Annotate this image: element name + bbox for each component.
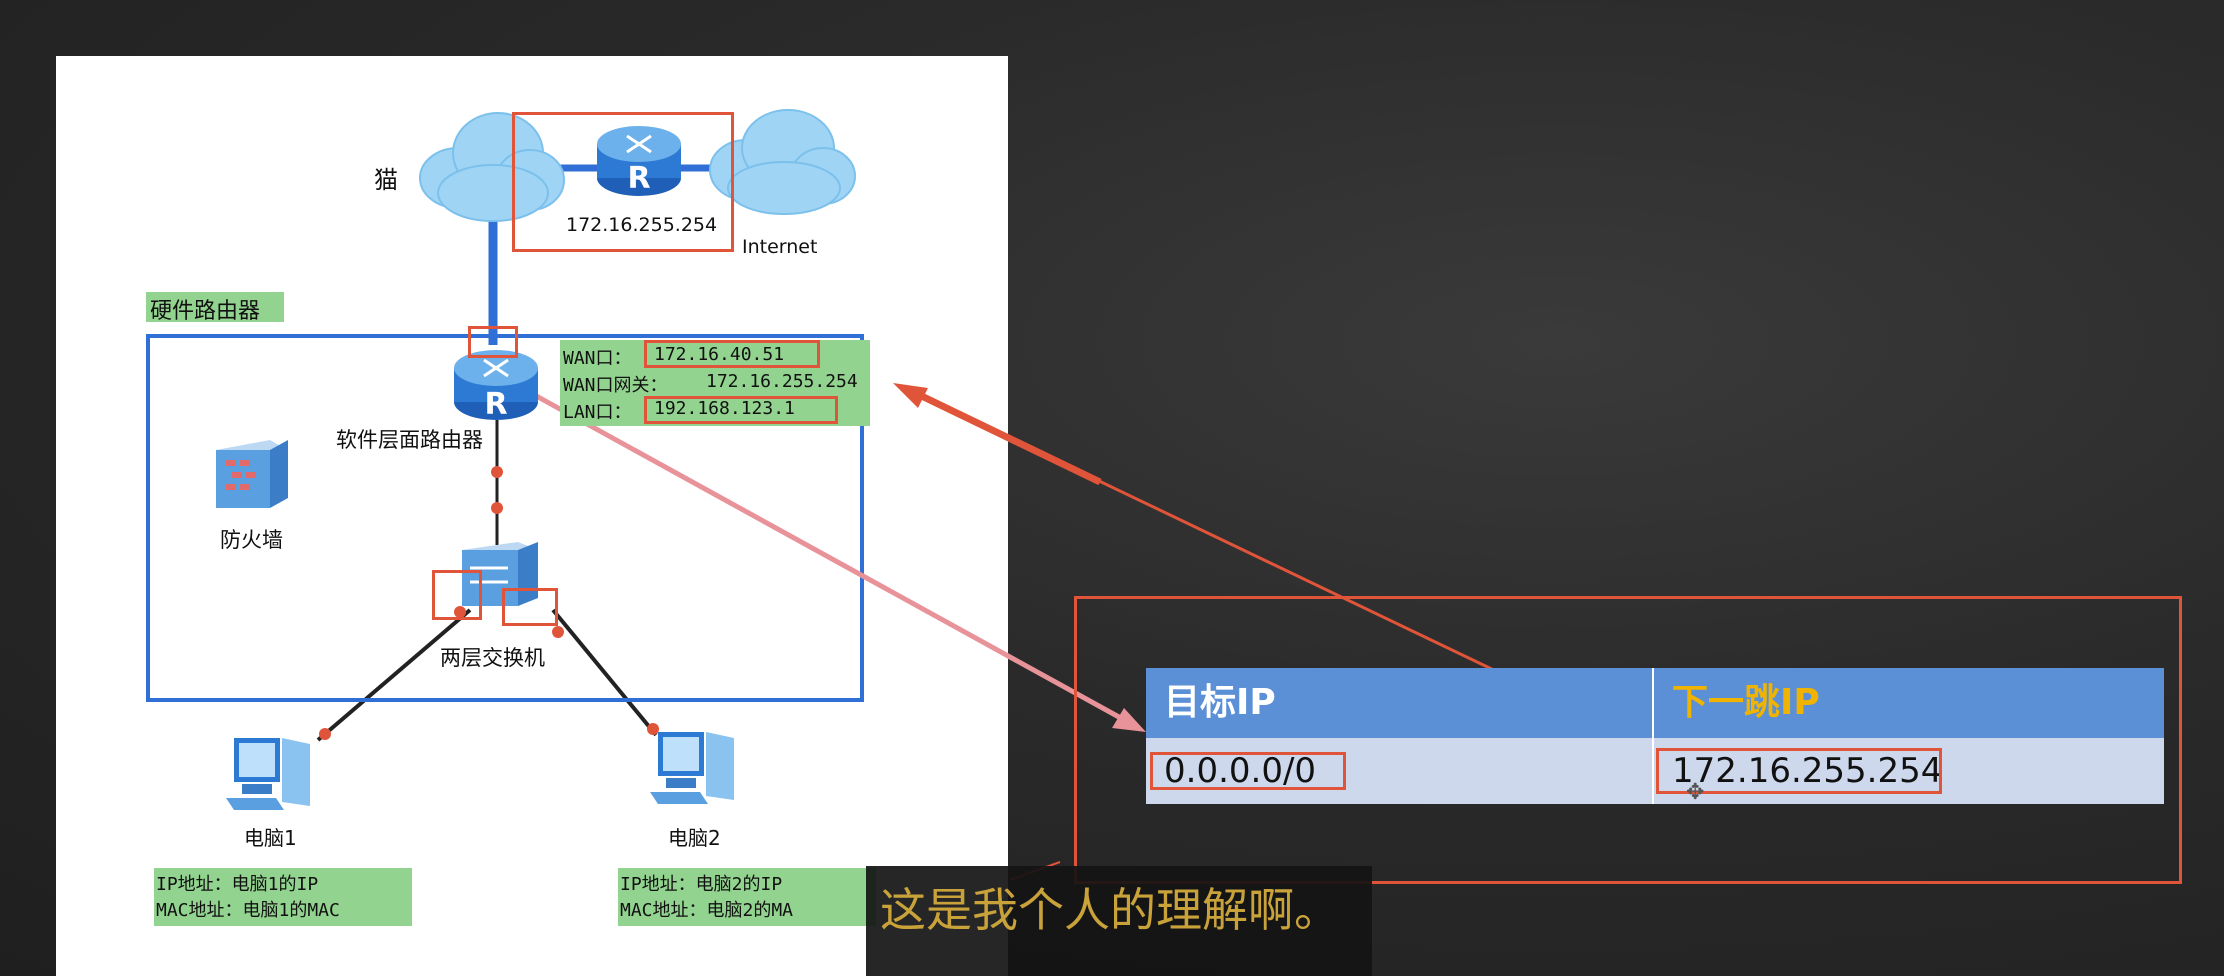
- link-switch-pc2: [551, 608, 658, 737]
- route-table-cell-dest: 0.0.0.0/0: [1146, 738, 1654, 804]
- svg-text:R: R: [627, 161, 650, 196]
- pc2-icon: [650, 732, 734, 804]
- pc1-info-box: [154, 868, 412, 926]
- top-router-highlight: [512, 112, 734, 252]
- arrow-router-to-table: [498, 373, 1130, 725]
- firewall-icon: [216, 440, 288, 508]
- nexthop-ip-highlight: [1656, 748, 1942, 794]
- pc1-ip-line: IP地址：电脑1的IP: [156, 874, 319, 895]
- arrow-head-pink: [1112, 708, 1146, 732]
- top-router-icon: R: [597, 126, 681, 196]
- software-router-label: 软件层面路由器: [336, 428, 483, 452]
- pc2-label: 电脑2: [668, 826, 721, 850]
- cursor-move-icon: ✥: [1686, 780, 1705, 805]
- subtitle-text: 这是我个人的理解啊。: [880, 883, 1340, 937]
- lan-label: LAN口：: [563, 402, 632, 423]
- route-table: 目标IP 下一跳IP 0.0.0.0/0 172.16.255.254: [1146, 668, 2164, 804]
- arrow-head-red: [893, 383, 928, 408]
- wan-ip-highlight: [644, 340, 820, 368]
- pc1-icon: [226, 738, 310, 810]
- subtitle-backdrop: [866, 866, 1372, 976]
- pc1-mac-line: MAC地址：电脑1的MAC: [156, 900, 340, 921]
- wan-label: WAN口：: [563, 348, 632, 369]
- modem-label: 猫: [374, 166, 398, 194]
- port-dot: [491, 466, 503, 478]
- internet-label: Internet: [742, 236, 818, 258]
- lan-ip-highlight: [644, 396, 838, 424]
- switch-port-highlight-2: [502, 588, 558, 626]
- wan-port-highlight: [468, 326, 518, 358]
- wan-gateway-label: WAN口网关：: [563, 375, 668, 396]
- port-dot: [491, 502, 503, 514]
- hardware-router-label: 硬件路由器: [150, 299, 261, 324]
- wan-ip-value: 172.16.40.51: [654, 344, 785, 365]
- lan-ip-value: 192.168.123.1: [654, 398, 795, 419]
- link-switch-pc1: [316, 608, 472, 742]
- svg-text:R: R: [484, 387, 507, 422]
- wan-gateway-value: 172.16.255.254: [706, 371, 858, 392]
- switch-label: 两层交换机: [440, 646, 545, 670]
- internet-cloud-icon: [709, 109, 856, 215]
- port-dot: [552, 626, 564, 638]
- port-dot: [454, 606, 466, 618]
- pc2-ip-line: IP地址：电脑2的IP: [620, 874, 783, 895]
- pc1-label: 电脑1: [244, 826, 297, 850]
- port-dot: [647, 723, 659, 735]
- pc2-info-box: [618, 868, 876, 926]
- router-ip-label: 172.16.255.254: [566, 214, 718, 236]
- hardware-router-tag: [146, 292, 284, 322]
- hardware-router-boundary: [146, 334, 864, 702]
- route-table-header-dest: 目标IP: [1146, 668, 1654, 738]
- dest-ip-highlight: [1150, 752, 1346, 790]
- switch-port-highlight-1: [432, 570, 482, 620]
- firewall-label: 防火墙: [220, 528, 283, 552]
- port-dot: [319, 728, 331, 740]
- route-table-frame: [1074, 596, 2182, 884]
- route-table-header-nexthop: 下一跳IP: [1654, 668, 2164, 738]
- hardware-router-icon: R: [454, 350, 538, 422]
- switch-icon: [462, 542, 538, 606]
- pc2-mac-line: MAC地址：电脑2的MA: [620, 900, 794, 921]
